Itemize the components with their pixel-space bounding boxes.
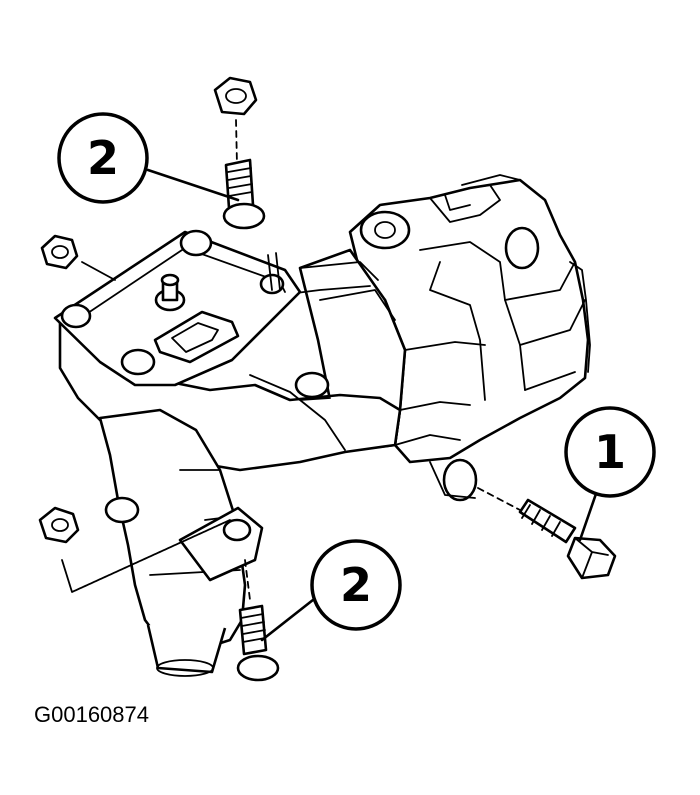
callout-leader-side <box>578 486 600 542</box>
callout-side-mounting-bolt: 1 <box>564 406 656 498</box>
callout-label: 1 <box>594 425 626 479</box>
callout-label: 2 <box>340 558 372 612</box>
callout-lower-mounting-bolt: 2 <box>310 539 402 631</box>
lower-bolt <box>236 559 280 682</box>
side-bolt <box>477 487 617 580</box>
callout-upper-mounting-bolt: 2 <box>57 112 149 204</box>
callout-leader-upper <box>146 168 240 202</box>
lower-left-nut <box>38 506 231 593</box>
upper-left-nut <box>40 234 116 281</box>
callout-label: 2 <box>87 131 119 185</box>
input-shaft-housing <box>98 408 264 677</box>
figure-id: G00160874 <box>34 702 149 727</box>
pitman-arm-bracket <box>348 174 591 502</box>
callout-leader-lower <box>260 594 320 642</box>
upper-bolt <box>213 76 266 230</box>
